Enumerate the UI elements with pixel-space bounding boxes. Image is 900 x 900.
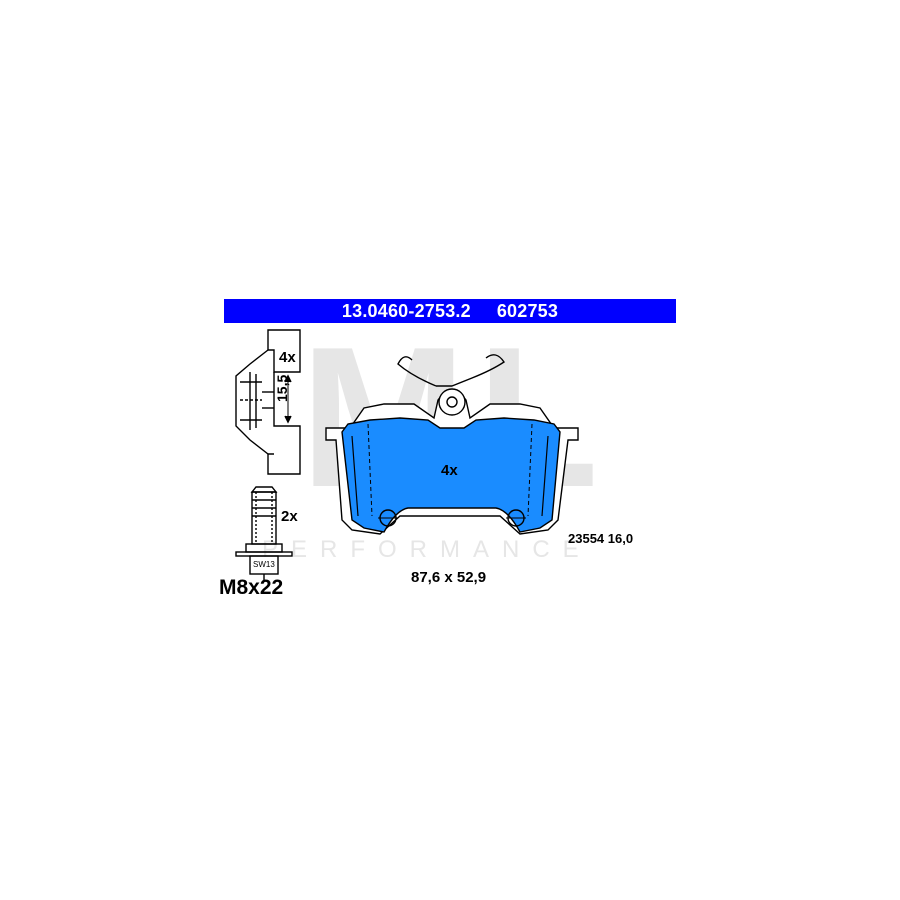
- pad-dimensions-label: 87,6 x 52,9: [411, 569, 487, 586]
- header-bar: 13.0460-2753.2 602753: [224, 299, 676, 323]
- clip-quantity-label: 4x: [279, 349, 296, 366]
- bolt-thread-size-label: M8x22: [219, 576, 284, 599]
- part-number: 13.0460-2753.2: [341, 300, 471, 321]
- pad-quantity-label: 4x: [441, 462, 458, 479]
- watermark-tagline: PERFORMANCE: [262, 536, 592, 563]
- clip-dimension-label: 15,5: [274, 374, 290, 402]
- bolt-quantity-label: 2x: [281, 508, 298, 525]
- brake-pad-drawing: [325, 354, 579, 535]
- bolt-wrench-size-label: SW13: [253, 560, 275, 569]
- reference-number: 602753: [496, 300, 559, 321]
- clip-drawing: [235, 329, 301, 475]
- bolt-drawing: [235, 486, 293, 580]
- pad-code-thickness-label: 23554 16,0: [568, 531, 634, 546]
